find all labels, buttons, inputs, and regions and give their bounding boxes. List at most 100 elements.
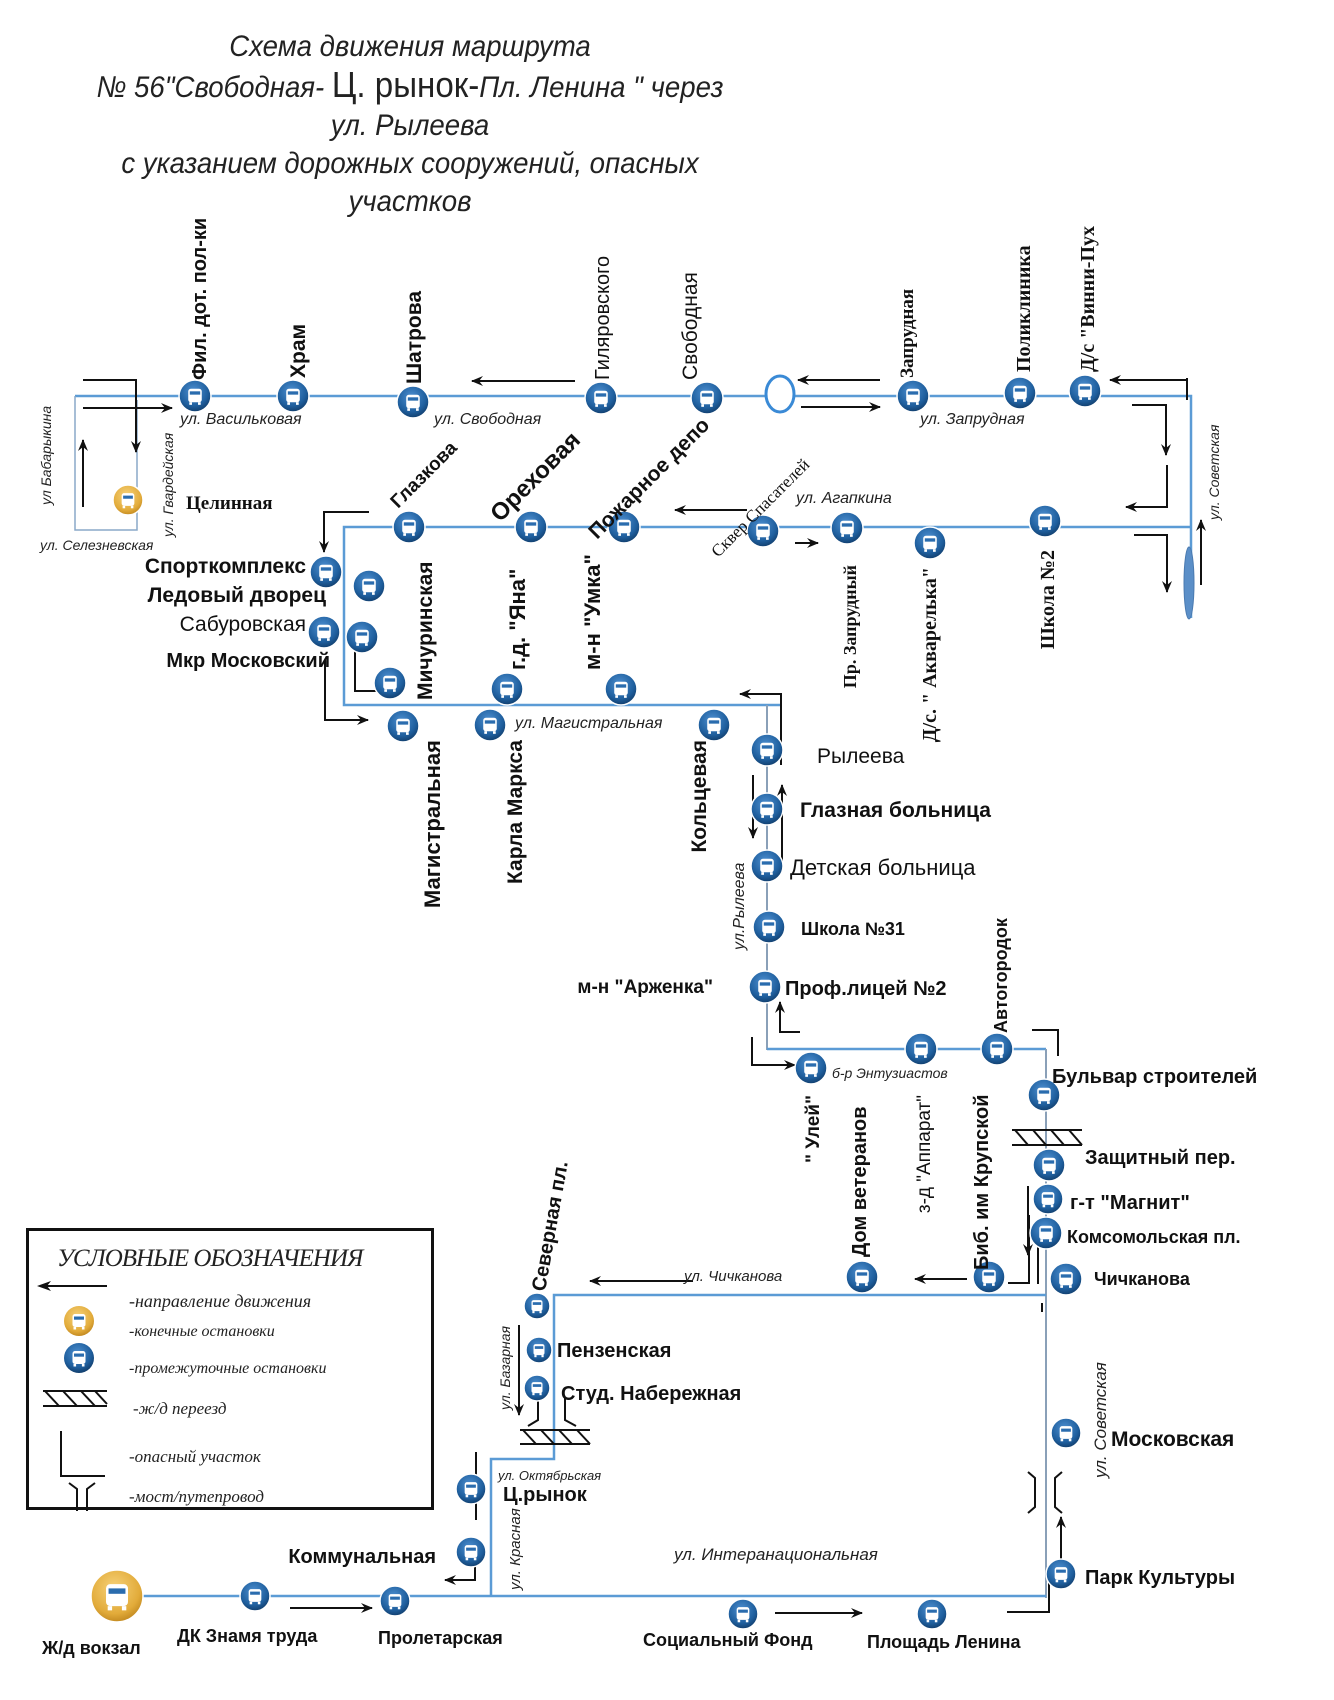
roundabout [764, 374, 796, 414]
bridge-icon [68, 1482, 96, 1511]
legend-item-direction: -направление движения [129, 1291, 312, 1311]
street-label-agapkina: ул. Агапкина [795, 490, 892, 507]
stop-sots_fond [727, 1598, 759, 1630]
street-label-internatsionalnaya: ул. Интеранациональная [673, 1545, 878, 1564]
stop-shkola2 [1028, 504, 1062, 538]
stop-gilyarovskogo [584, 381, 618, 415]
stop-label-pl_lenina: Площадь Ленина [867, 1632, 1021, 1652]
title-line-5: участков [348, 185, 472, 218]
stop-pl_lenina [916, 1598, 948, 1630]
route-line-chichkanova [489, 1293, 1046, 1596]
stop-komsomolskaya [1029, 1216, 1063, 1250]
legend-item-bridge: -мост/путепровод [129, 1487, 264, 1506]
stop-label-proletarskaya: Пролетарская [378, 1628, 503, 1648]
title-line-2: № 56"Свободная- Ц. рынок-Пл. Ленина " че… [60, 66, 759, 107]
stop-glazkova [392, 510, 426, 544]
legend-item-terminal: -конечные остановки [129, 1323, 275, 1340]
stop-dk_znamya [239, 1580, 271, 1612]
terminal-stop-tselinnaya [112, 484, 144, 516]
stop-ledovy [352, 569, 386, 603]
stop-label-ryleeva: Рылеева [817, 745, 905, 768]
railway-crossing-bottom [520, 1429, 591, 1445]
stop-label-svobodnaya: Свободная [679, 272, 702, 380]
map-title: Схема движения маршрута № 56"Свободная- … [60, 28, 759, 221]
route-line-second [342, 525, 1191, 707]
stop-avtogorodok [980, 1032, 1014, 1066]
stop-label-michurinskaya: Мичуринская [414, 561, 437, 700]
stop-label-saburovskaya: Сабуровская [180, 613, 306, 636]
stop-orehovaya [514, 510, 548, 544]
street-label-svobodnaya: ул. Свободная [433, 411, 542, 428]
stop-label-ts_rynok: Ц.рынок [503, 1484, 588, 1506]
railway-crossing-top [1012, 1129, 1083, 1146]
stop-label-vinni: Д/с "Винни-Пух [1077, 226, 1099, 372]
stop-stud_nab [523, 1374, 551, 1402]
stop-label-penzenskaya: Пензенская [557, 1340, 671, 1362]
stop-label-uley: " Улей" [803, 1095, 824, 1163]
legend: УСЛОВНЫЕ ОБОЗНАЧЕНИЯ -направление движен… [26, 1228, 434, 1511]
title-route-end: Пл. Ленина " через [479, 71, 724, 104]
stop-label-gilyarovskogo: Гиляровского [592, 256, 614, 380]
legend-title: УСЛОВНЫЕ ОБОЗНАЧЕНИЯ [57, 1245, 363, 1272]
terminal-stop-zhd_vokzal [90, 1569, 144, 1623]
street-label-sovetskaya_bottom: ул. Советская [1091, 1362, 1110, 1479]
stop-label-pozharnoe: Пожарное депо [584, 414, 714, 544]
dangerous-section-icon [60, 1431, 105, 1477]
stop-magnit [1032, 1183, 1064, 1215]
stop-label-sportkompleks: Спорткомплекс [145, 555, 306, 578]
route-line-top [75, 394, 1193, 618]
street-label-gvardeyskaya: ул. Гвардейская [160, 432, 176, 538]
street-label-vasilkovaya: ул. Васильковая [179, 411, 302, 428]
stop-koltsevaya [697, 708, 731, 742]
stop-severnaya [523, 1292, 551, 1320]
stop-kommunalnaya [455, 1536, 487, 1568]
stop-apparat [904, 1032, 938, 1066]
stop-label-dom_veteranov: Дом ветеранов [849, 1106, 871, 1257]
stop-svobodnaya [690, 381, 724, 415]
stop-label-detskaya: Детская больница [790, 855, 976, 880]
stop-bib_krupskoy [972, 1260, 1006, 1294]
stop-label-magnit: г-т "Магнит" [1070, 1192, 1190, 1214]
legend-icons [37, 1281, 108, 1511]
intermediate-stop-icon [64, 1343, 94, 1373]
stop-moskovskaya [1050, 1417, 1082, 1449]
stop-chichkanova [1049, 1262, 1083, 1296]
stop-label-karla_marksa: Карла Маркса [504, 740, 527, 884]
stop-label-magistralnaya: Магистральная [420, 740, 445, 908]
stop-glaznaya [750, 792, 784, 826]
stop-penzenskaya [525, 1336, 553, 1364]
stop-label-mkr_moskovsky: Мкр Московский [166, 650, 330, 672]
street-label-krasnaya: ул. Красная [507, 1508, 524, 1591]
stop-label-kommunalnaya: Коммунальная [288, 1546, 436, 1568]
stop-shatrova [396, 385, 430, 419]
stop-proflitsey [748, 970, 782, 1004]
stop-label-zaprudnaya: Запрудная [897, 289, 918, 378]
stop-label-arzhenka: м-н "Арженка" [577, 977, 713, 998]
stop-label-hram: Храм [287, 324, 310, 378]
stop-saburovskaya2 [345, 620, 379, 654]
stop-label-bib_krupskoy: Биб. им Крупской [971, 1094, 993, 1270]
stop-label-glaznaya: Глазная больница [800, 799, 991, 822]
stop-label-fil: Фил. дот. пол-ки [189, 218, 211, 380]
stop-hram [276, 379, 310, 413]
stop-label-tselinnaya: Целинная [186, 493, 273, 514]
title-central-market: Ц. рынок- [331, 64, 480, 105]
stop-label-zashchitny: Защитный пер. [1085, 1147, 1236, 1169]
stop-zashchitny [1032, 1148, 1066, 1182]
stop-ryleeva [750, 733, 784, 767]
stop-detskaya [750, 849, 784, 883]
stop-label-koltsevaya: Кольцевая [688, 740, 711, 853]
railway-crossing-icon [43, 1390, 108, 1407]
stop-poliklinika [1003, 376, 1037, 410]
street-label-babarykina: ул Бабарыкина [38, 406, 54, 506]
stop-shkola31 [752, 910, 786, 944]
stop-label-apparat: з-д "Аппарат" [914, 1095, 935, 1213]
title-line-4: с указанием дорожных сооружений, опасных [121, 147, 699, 180]
terminal-stop-icon [64, 1306, 94, 1336]
stop-label-glazkova: Глазкова [387, 437, 462, 512]
stop-akvarelka [913, 526, 947, 560]
legend-item-railway: -ж/д переезд [133, 1399, 227, 1418]
stop-proletarskaya [379, 1585, 411, 1617]
bridge-ellipse [1183, 546, 1195, 620]
